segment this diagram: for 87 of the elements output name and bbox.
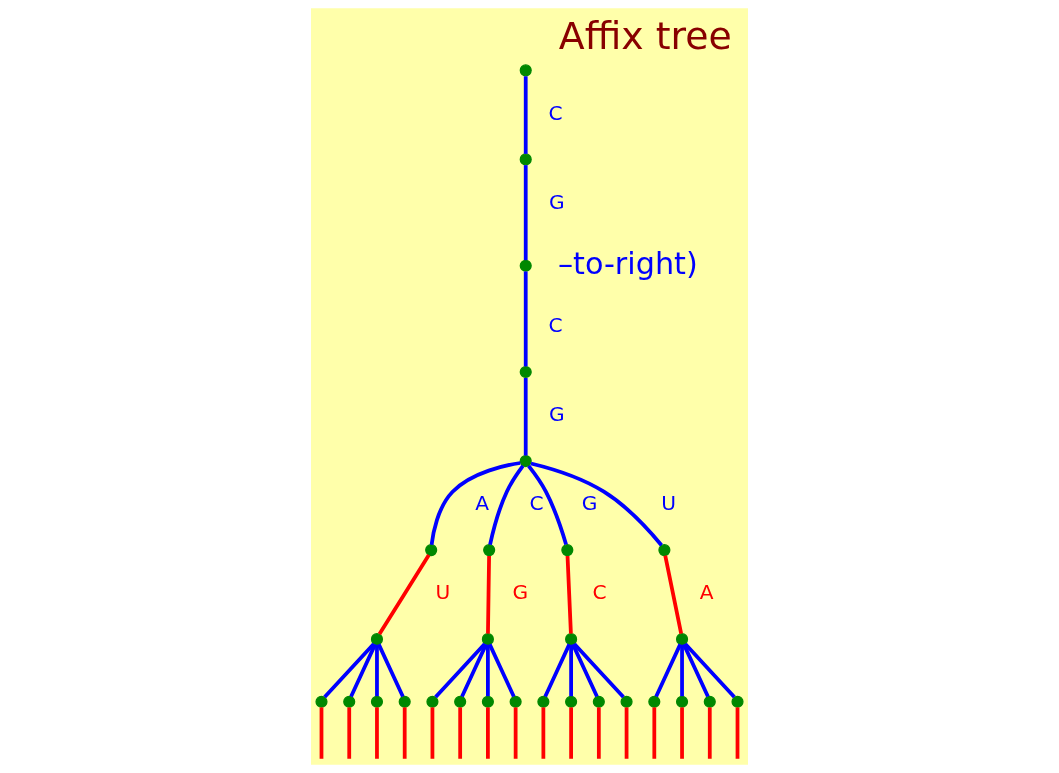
connector: [624, 707, 629, 759]
connector: [573, 642, 625, 699]
connector: [652, 707, 657, 759]
connector: [486, 707, 490, 759]
node-circle: [426, 695, 439, 708]
connector: [565, 555, 573, 634]
connector: [488, 464, 525, 545]
node-circle: [675, 695, 689, 708]
node-circle: [519, 455, 532, 468]
connector: [735, 707, 740, 759]
connector: [523, 271, 528, 367]
edge-label: U: [435, 580, 451, 605]
connector: [523, 76, 528, 154]
connector: [486, 556, 491, 634]
connector: [683, 642, 736, 699]
connector: [430, 707, 435, 759]
connector: [349, 643, 377, 698]
connector: [569, 644, 573, 697]
connector: [569, 707, 573, 759]
connector: [571, 643, 599, 698]
node-circle: [398, 695, 411, 708]
connector: [596, 707, 601, 759]
connector: [377, 554, 431, 635]
edge-label: G: [549, 402, 565, 427]
connector: [323, 642, 376, 699]
connector: [527, 464, 568, 546]
node-circle: [648, 695, 661, 708]
connector: [523, 377, 528, 456]
node-circle: [620, 695, 633, 708]
edge-label: A: [699, 580, 714, 605]
edge-label: C: [548, 100, 563, 125]
node-circle: [370, 695, 384, 708]
edge-label: G: [581, 491, 598, 516]
connector: [523, 165, 528, 261]
connector: [429, 461, 521, 545]
node-circle: [537, 695, 550, 708]
node-circle: [483, 544, 496, 557]
connector: [460, 643, 488, 698]
node-circle: [519, 153, 532, 166]
edge-label: U: [661, 491, 677, 516]
node-circle: [370, 633, 384, 646]
node-circle: [592, 695, 605, 708]
node-circle: [675, 633, 689, 646]
node-circle: [519, 259, 532, 272]
connector: [347, 707, 352, 759]
edge-label: G: [549, 189, 565, 214]
node-circle: [561, 544, 574, 557]
node-circle: [519, 64, 532, 77]
node-circle: [481, 695, 494, 708]
connector: [682, 643, 710, 698]
connector: [663, 555, 683, 634]
connector: [530, 461, 663, 547]
node-circle: [481, 633, 494, 646]
connector: [402, 707, 407, 759]
edge-label: A: [475, 491, 490, 516]
connector: [375, 707, 379, 759]
node-circle: [425, 544, 438, 557]
connector: [486, 644, 490, 697]
connector: [543, 643, 571, 698]
connector: [654, 643, 682, 698]
connector: [375, 644, 379, 697]
edge-label: C: [529, 491, 544, 516]
node-circle: [315, 695, 328, 708]
connector: [707, 707, 712, 759]
node-circle: [565, 633, 578, 646]
node-circle: [343, 695, 356, 708]
edge-label: C: [548, 313, 563, 338]
node-circle: [519, 365, 532, 379]
connector: [377, 643, 405, 698]
edge-label: G: [512, 580, 529, 605]
connector: [319, 707, 324, 759]
diagram-title: Affix tree: [558, 13, 732, 58]
edge-label: C: [592, 580, 607, 605]
node-circle: [703, 695, 716, 708]
connector: [513, 707, 518, 759]
label: –to-right): [557, 245, 698, 281]
connector: [434, 642, 486, 699]
connector: [541, 707, 546, 759]
connector: [458, 707, 463, 759]
node-circle: [658, 544, 671, 557]
connector: [488, 643, 516, 698]
node-circle: [565, 695, 578, 708]
connector: [680, 644, 684, 697]
node-circle: [731, 695, 744, 708]
connector: [680, 707, 684, 759]
node-circle: [454, 695, 467, 708]
node-circle: [509, 695, 522, 708]
